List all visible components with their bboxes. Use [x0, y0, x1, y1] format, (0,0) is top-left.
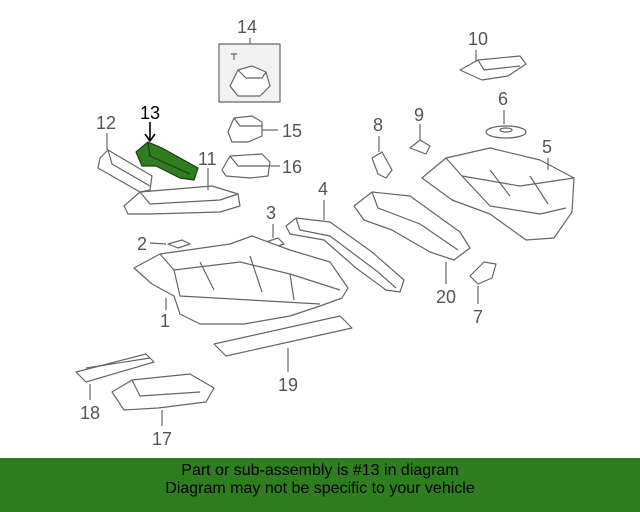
part-5-rear-floor-pan[interactable]: [421, 147, 575, 241]
callout-6: 6: [498, 89, 509, 109]
callout-19: 19: [278, 375, 299, 395]
callout-2: 2: [137, 234, 148, 254]
callout-5: 5: [542, 137, 553, 157]
part-6-spare-tire-bracket[interactable]: [485, 125, 527, 139]
leader-2: [149, 242, 167, 245]
part-4-floor-side-rail[interactable]: [285, 217, 405, 293]
callout-7: 7: [473, 307, 484, 327]
part-17-floor-pan-section[interactable]: [111, 373, 215, 411]
part-9-clip[interactable]: [409, 139, 431, 155]
exploded-parts-diagram: [75, 38, 575, 426]
part-2-plug[interactable]: [167, 239, 191, 249]
callout-12: 12: [96, 113, 117, 133]
part-8-gusset[interactable]: [371, 151, 393, 179]
callout-1: 1: [160, 311, 171, 331]
callout-9: 9: [414, 105, 425, 125]
part-18-sill-reinforcement[interactable]: [75, 353, 155, 383]
part-7-bracket[interactable]: [469, 261, 497, 285]
callout-3: 3: [266, 203, 277, 223]
notice-line-part: Part or sub-assembly is #13 in diagram: [181, 462, 459, 479]
callout-10: 10: [468, 29, 489, 49]
leader-13: [144, 122, 156, 142]
notice-line-disclaimer: Diagram may not be specific to your vehi…: [165, 480, 475, 497]
part-20-floor-pan-rear[interactable]: [353, 191, 471, 261]
part-10-crossmember[interactable]: [459, 55, 527, 81]
part-14-bracket-inset[interactable]: [218, 43, 281, 103]
part-19-rocker-panel[interactable]: [213, 315, 353, 357]
callout-13: 13: [140, 103, 161, 123]
part-15-bracket[interactable]: [227, 115, 263, 143]
part-1-front-floor-pan[interactable]: [133, 235, 349, 325]
callout-16: 16: [282, 157, 303, 177]
callout-15: 15: [282, 121, 303, 141]
callout-11: 11: [198, 149, 217, 169]
part-16-bracket[interactable]: [221, 153, 271, 179]
callout-4: 4: [318, 179, 329, 199]
part-12-crossmember[interactable]: [97, 149, 153, 193]
callout-14: 14: [237, 17, 258, 37]
callout-17: 17: [152, 429, 173, 449]
notice-banner: Part or sub-assembly is #13 in diagram D…: [0, 458, 640, 512]
callout-20: 20: [436, 287, 457, 307]
callout-18: 18: [80, 403, 101, 423]
callout-8: 8: [373, 115, 384, 135]
part-13-reinforcement-highlighted[interactable]: [135, 141, 199, 181]
part-11-floor-side-member[interactable]: [123, 185, 241, 215]
